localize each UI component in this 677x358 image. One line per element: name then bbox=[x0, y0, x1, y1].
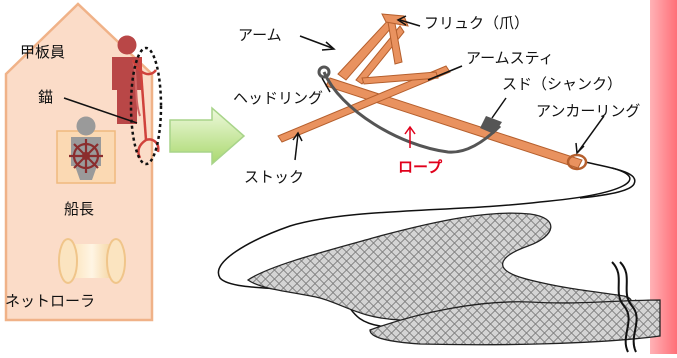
anchor-pointer bbox=[63, 97, 138, 124]
anchor-large-icon bbox=[277, 13, 588, 171]
label-rope: ロープ bbox=[398, 158, 443, 176]
label-net-roller: ネットローラ bbox=[5, 292, 96, 310]
label-shank: スド（シャンク） bbox=[502, 75, 623, 93]
ship-wheel-icon bbox=[69, 139, 103, 173]
label-anchor-ring: アンカーリング bbox=[536, 102, 641, 120]
side-strip bbox=[650, 0, 677, 354]
arrow-right-icon bbox=[169, 106, 246, 166]
label-arm: アーム bbox=[238, 26, 282, 44]
net-roller-icon bbox=[58, 238, 126, 284]
label-head-ring: ヘッドリング bbox=[233, 89, 324, 107]
label-arm-stay: アームスティ bbox=[466, 49, 554, 67]
label-captain: 船長 bbox=[64, 200, 95, 218]
rope-to-net bbox=[579, 161, 636, 199]
label-fluke: フリュク（爪） bbox=[424, 14, 530, 32]
label-stock: ストック bbox=[244, 168, 305, 186]
label-pointers bbox=[292, 15, 605, 161]
net-icon bbox=[217, 167, 661, 353]
label-anchor: 錨 bbox=[38, 88, 54, 106]
anchor-highlight-circle bbox=[129, 46, 163, 166]
label-deckhand: 甲板員 bbox=[20, 43, 66, 61]
